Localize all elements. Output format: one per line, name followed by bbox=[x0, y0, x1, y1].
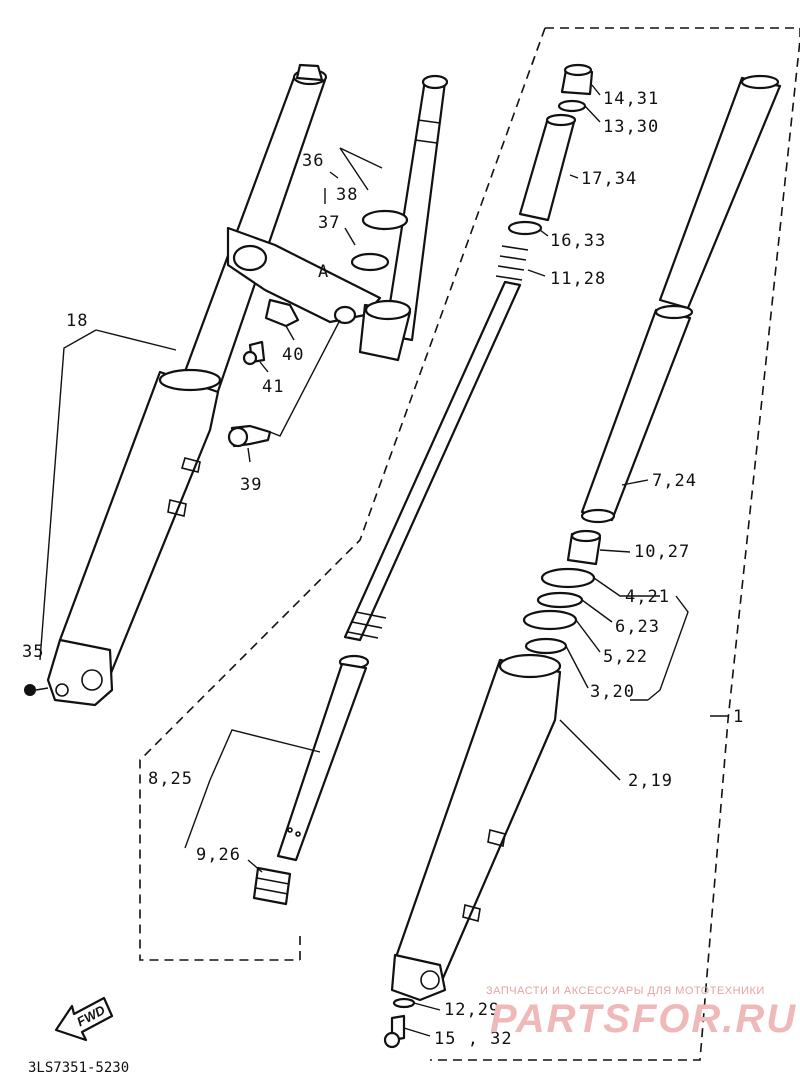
callout-39: 39 bbox=[240, 475, 262, 495]
callout-10-27: 10,27 bbox=[634, 542, 690, 562]
copper-washer bbox=[392, 997, 416, 1009]
callout-16-33: 16,33 bbox=[550, 231, 606, 251]
watermark-tagline: ЗАПЧАСТИ И АКСЕССУАРЫ ДЛЯ МОТОТЕХНИКИ bbox=[486, 985, 765, 997]
bolt-41 bbox=[242, 340, 266, 366]
fwd-direction-arrow: FWD bbox=[54, 996, 114, 1042]
o-ring bbox=[557, 99, 587, 113]
callout-11-28: 11,28 bbox=[550, 269, 606, 289]
callout-17-34: 17,34 bbox=[581, 169, 637, 189]
spacer-pipe bbox=[518, 113, 577, 222]
callout-4-21: 4,21 bbox=[625, 587, 670, 607]
callout-40: 40 bbox=[282, 345, 304, 365]
bolt-39 bbox=[227, 424, 272, 448]
callout-6-23: 6,23 bbox=[615, 617, 660, 637]
callout-1: 1 bbox=[733, 707, 744, 727]
callout-12-29: 12,29 bbox=[444, 1000, 500, 1020]
callout-14-31: 14,31 bbox=[603, 89, 659, 109]
outer-tube-right bbox=[390, 653, 562, 1002]
callout-8-25: 8,25 bbox=[148, 769, 193, 789]
spring-seat bbox=[507, 220, 543, 236]
rebound-spring bbox=[252, 866, 292, 906]
assembly-outline-right bbox=[430, 28, 800, 1061]
oil-seal bbox=[522, 609, 578, 631]
bolt-35 bbox=[24, 684, 49, 696]
fork-spring bbox=[343, 245, 529, 642]
diagram-code: 3LS7351-5230 bbox=[28, 1060, 129, 1076]
oil-seal-clip bbox=[536, 591, 584, 609]
oil-seal-washer bbox=[524, 637, 568, 655]
slide-bushing bbox=[566, 529, 602, 566]
fork-assembly-left: A bbox=[46, 63, 382, 707]
callout-2-19: 2,19 bbox=[628, 771, 673, 791]
dust-seal bbox=[540, 567, 596, 589]
callout-37: 37 bbox=[318, 213, 340, 233]
callout-5-22: 5,22 bbox=[603, 647, 648, 667]
callout-13-30: 13,30 bbox=[603, 117, 659, 137]
callout-15-32: 15 , 32 bbox=[434, 1029, 513, 1049]
callout-36: 36 bbox=[302, 151, 324, 171]
callout-3-20: 3,20 bbox=[590, 682, 635, 702]
steering-stem bbox=[350, 74, 449, 362]
clamp-40 bbox=[264, 298, 300, 328]
callout-38: 38 bbox=[336, 185, 358, 205]
callout-35: 35 bbox=[22, 642, 44, 662]
assembly-outline bbox=[139, 27, 800, 961]
watermark: ЗАПЧАСТИ И АКСЕССУАРЫ ДЛЯ МОТОТЕХНИКИ PA… bbox=[486, 985, 797, 1041]
callout-18: 18 bbox=[66, 311, 88, 331]
leader-lines bbox=[39, 84, 728, 1037]
callout-labels: 14,31 13,30 17,34 16,33 11,28 7,24 10,27… bbox=[22, 89, 744, 1049]
callout-9-26: 9,26 bbox=[196, 845, 241, 865]
bracket-letter: A bbox=[318, 262, 329, 282]
inner-tube-right bbox=[580, 74, 782, 524]
damper-rod bbox=[276, 654, 370, 862]
callout-7-24: 7,24 bbox=[652, 471, 697, 491]
cap-bolt bbox=[560, 63, 594, 96]
drain-bolt bbox=[383, 1014, 406, 1049]
callout-41: 41 bbox=[262, 377, 284, 397]
watermark-brand: PARTSFOR.RU bbox=[490, 997, 797, 1041]
